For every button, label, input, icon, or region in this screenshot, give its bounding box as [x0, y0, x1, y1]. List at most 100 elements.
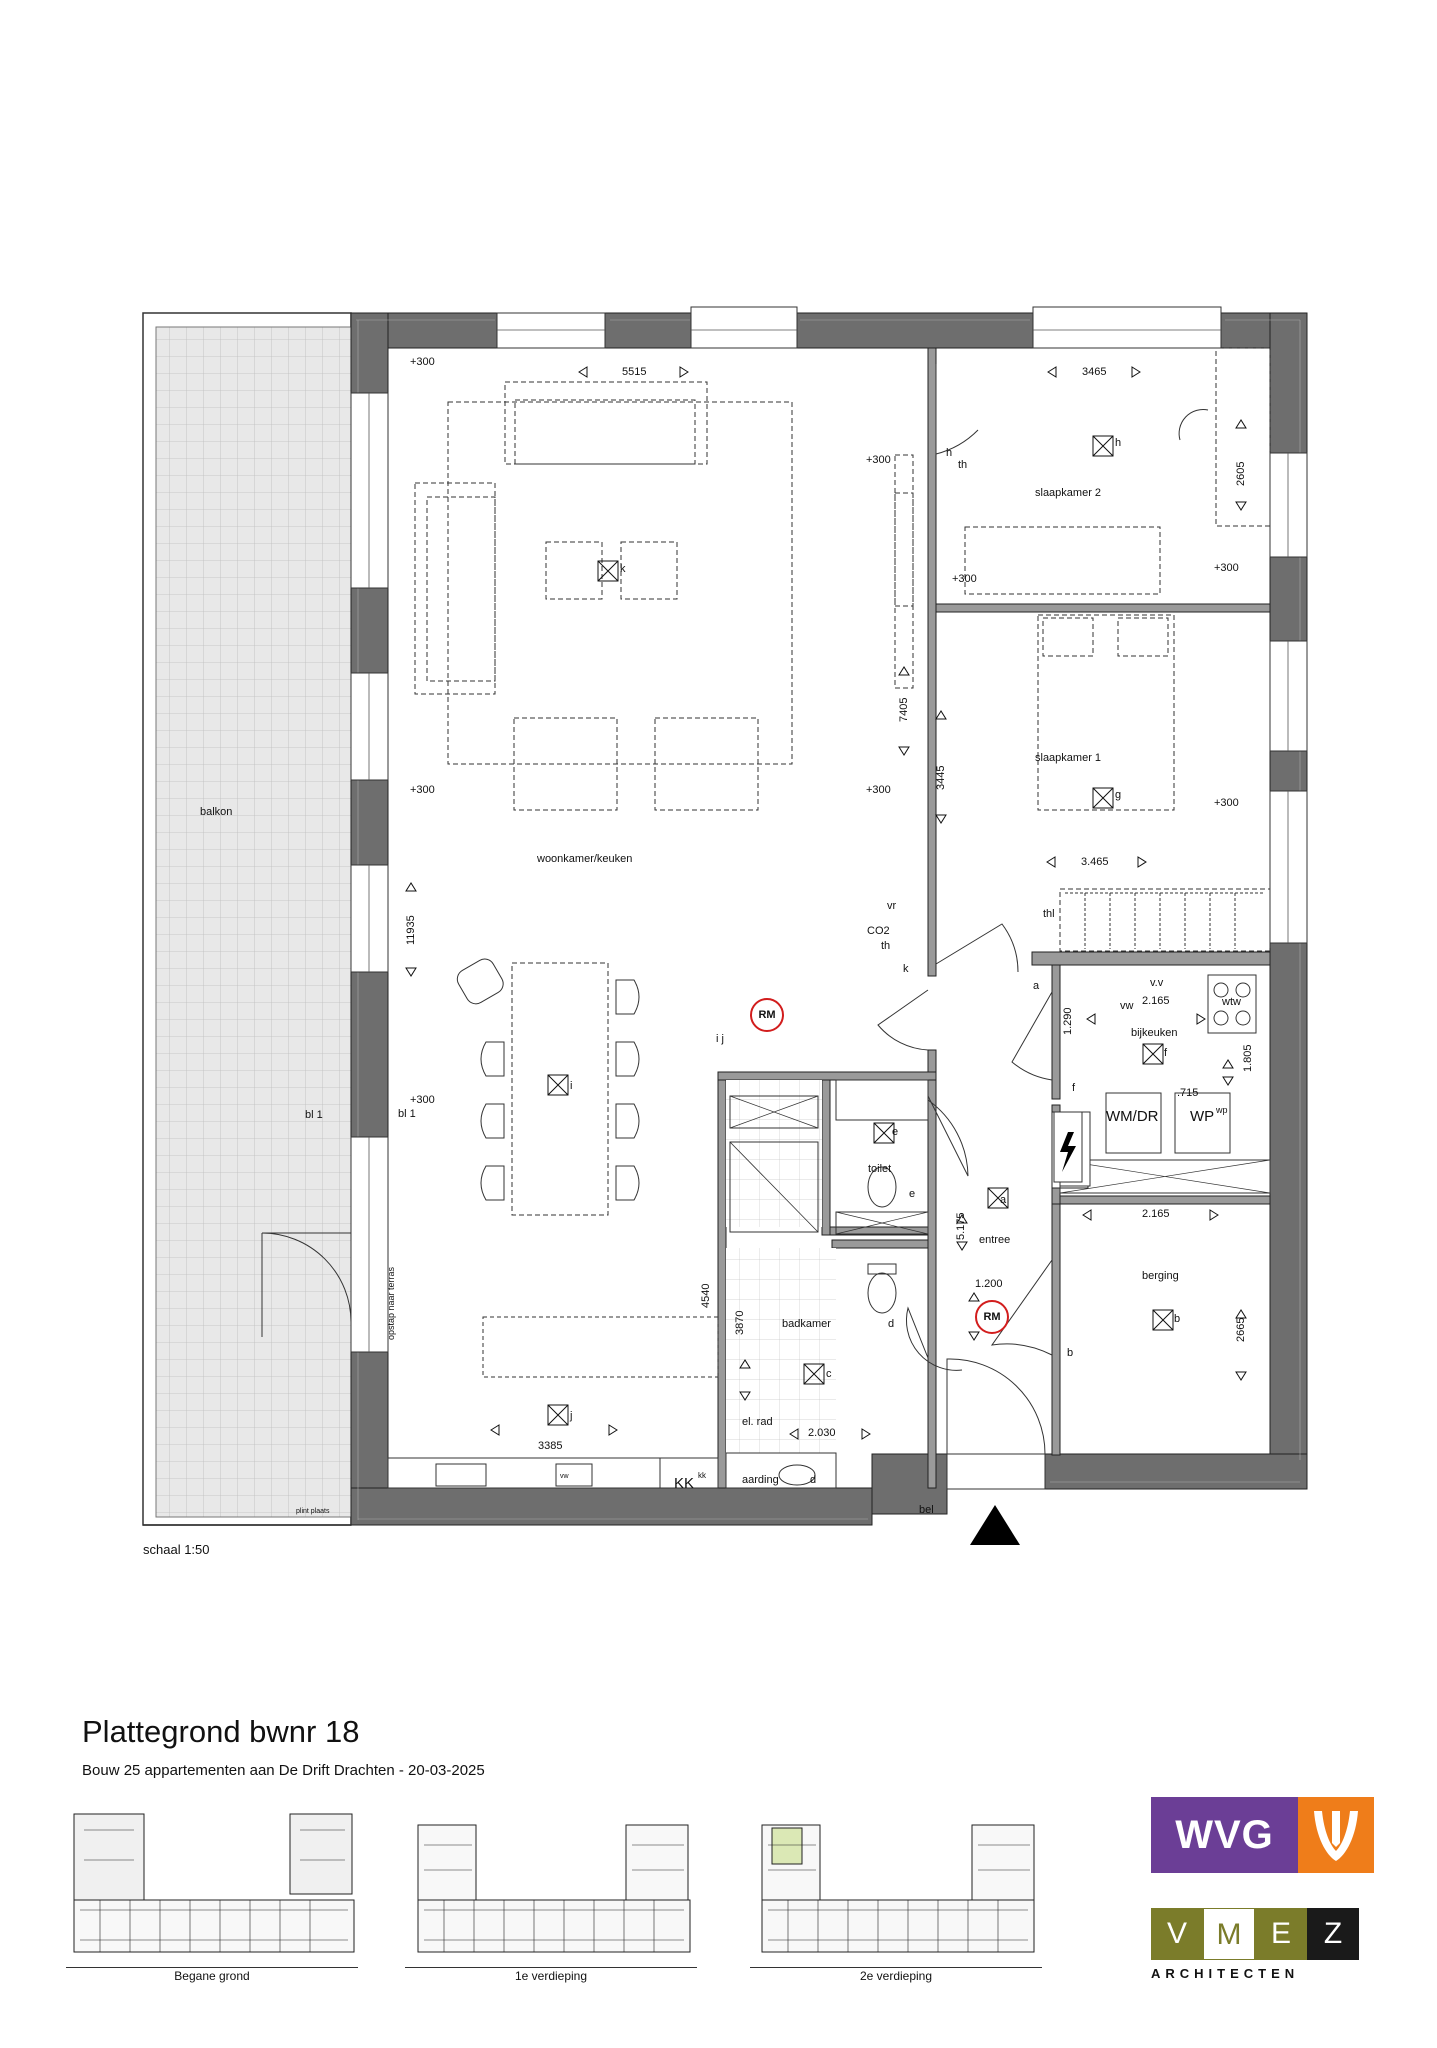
dimension-label: 3.465	[1081, 856, 1109, 868]
room-label-toilet: toilet	[868, 1163, 892, 1175]
dimension-label: .715	[1177, 1087, 1199, 1099]
socket-label: +300	[1214, 562, 1239, 574]
symbol-label: e	[909, 1188, 916, 1200]
room-label-berging: berging	[1142, 1270, 1179, 1282]
symbol-label: g	[1115, 789, 1122, 801]
dimension-label: 1.290	[1062, 1007, 1074, 1035]
socket-label: +300	[410, 1094, 435, 1106]
dimension-label: 3445	[935, 765, 947, 790]
symbol-label: vw	[560, 1473, 569, 1480]
symbol-label: bl 1	[305, 1109, 323, 1121]
dimension-label: 4540	[700, 1283, 712, 1308]
room-label-entree: entree	[979, 1234, 1011, 1246]
dimension-label: 2605	[1235, 461, 1247, 486]
bathroom	[725, 1079, 929, 1489]
socket-label: +300	[410, 784, 435, 796]
symbol-label: f	[1164, 1047, 1168, 1059]
dimension-label: 7405	[898, 697, 910, 722]
socket-label: +300	[952, 573, 977, 585]
socket-label: +300	[410, 356, 435, 368]
symbol-label: h	[1115, 437, 1122, 449]
washer-dryer-label: WM/DR	[1106, 1108, 1159, 1125]
symbol-label: f	[1072, 1082, 1076, 1094]
room-label-slaapkamer-2: slaapkamer 2	[1035, 487, 1102, 499]
entrance-arrow	[970, 1505, 1020, 1545]
dimension-label: 3870	[734, 1310, 746, 1335]
dimension-label: 1.805	[1242, 1044, 1254, 1072]
room-label-balkon: balkon	[200, 806, 233, 818]
symbol-label: wtw	[1222, 996, 1241, 1008]
kitchen-unit-sub-label: kk	[698, 1471, 706, 1480]
smoke-detector-2: RM	[975, 1300, 1009, 1334]
keyplan-2e-verdieping	[761, 1824, 1035, 1953]
symbol-label: h	[946, 447, 953, 459]
kitchen-unit-label: KK	[674, 1475, 695, 1492]
symbol-label: aarding	[742, 1474, 779, 1486]
symbol-label: e	[892, 1126, 899, 1138]
dimension-arrows	[405, 366, 1247, 1440]
symbol-label: a	[1000, 1194, 1007, 1206]
light-points	[547, 435, 1174, 1426]
wvg-logo-mark-icon	[1298, 1797, 1374, 1873]
vmez-letter: M	[1203, 1908, 1255, 1960]
vmez-letter: V	[1151, 1908, 1203, 1960]
symbol-label: d	[888, 1318, 895, 1330]
dimension-label: 5.175	[955, 1212, 967, 1240]
dimension-label: 3465	[1082, 366, 1107, 378]
smoke-detector-1: RM	[750, 998, 784, 1032]
page-subtitle: Bouw 25 appartementen aan De Drift Drach…	[82, 1762, 485, 1779]
doors	[877, 364, 1209, 1455]
room-label-opstap: opstap naar terras	[386, 1266, 396, 1340]
symbol-label: d	[810, 1474, 817, 1486]
keyplan-1e-verdieping: 1e verdieping	[405, 1805, 697, 1983]
symbol-label: b	[1067, 1347, 1074, 1359]
dimension-label: 2.165	[1142, 995, 1170, 1007]
vmez-letter: E	[1255, 1908, 1307, 1960]
room-label-bijkeuken: bijkeuken	[1131, 1027, 1178, 1039]
symbol-label: vr	[887, 900, 897, 912]
living-furniture	[414, 347, 1271, 1216]
symbol-label: k	[620, 563, 626, 575]
symbol-label: a	[1033, 980, 1040, 992]
symbol-label: b	[1174, 1313, 1181, 1325]
symbol-label: bl 1	[398, 1108, 416, 1120]
vmez-logo: V M E Z	[1151, 1908, 1359, 1960]
symbol-label: th	[958, 459, 968, 471]
symbol-label: k	[903, 963, 909, 975]
keyplan-caption: 2e verdieping	[859, 1969, 933, 1983]
kitchen-counter	[387, 1316, 719, 1489]
symbol-label: vw	[1120, 1000, 1134, 1012]
keyplan-caption: 1e verdieping	[514, 1969, 588, 1983]
heat-pump-sub-label: wp	[1216, 1105, 1228, 1115]
symbol-label: j	[570, 1410, 573, 1422]
wvg-logo: WVG	[1151, 1797, 1374, 1873]
scale-label: schaal 1:50	[143, 1542, 210, 1557]
keyplan-2e-verdieping: 2e verdieping	[750, 1805, 1042, 1983]
dimension-label: 1.200	[975, 1278, 1003, 1290]
symbol-label: i j	[716, 1033, 724, 1045]
keyplan-underline	[750, 1967, 1042, 1968]
dimension-label: 11935	[405, 915, 417, 945]
page-title: Plattegrond bwnr 18	[82, 1714, 360, 1749]
dimension-label: 5515	[622, 366, 647, 378]
keyplan-underline	[66, 1967, 358, 1968]
windows	[350, 306, 1308, 1490]
keyplan-begane-grond	[73, 1813, 355, 1953]
architecten-label: ARCHITECTEN	[1151, 1966, 1300, 1981]
keyplan-begane-grond: Begane grond	[66, 1805, 358, 1983]
symbol-label: CO2	[867, 925, 890, 937]
dining-chairs	[456, 892, 1265, 1201]
keyplan-underline	[405, 1967, 697, 1968]
room-label-badkamer: badkamer	[782, 1318, 831, 1330]
symbol-label: c	[826, 1368, 832, 1380]
heat-pump-label: WP	[1190, 1108, 1215, 1125]
dimension-label: 3385	[538, 1440, 563, 1452]
vmez-letter: Z	[1307, 1908, 1359, 1960]
socket-label: +300	[866, 454, 891, 466]
doorbell-label: bel	[919, 1504, 934, 1516]
socket-label: +300	[866, 784, 891, 796]
plint-label: plint plaats	[296, 1508, 330, 1515]
room-label-woonkamer: woonkamer/keuken	[537, 853, 633, 865]
dimension-label: 2.030	[808, 1427, 836, 1439]
